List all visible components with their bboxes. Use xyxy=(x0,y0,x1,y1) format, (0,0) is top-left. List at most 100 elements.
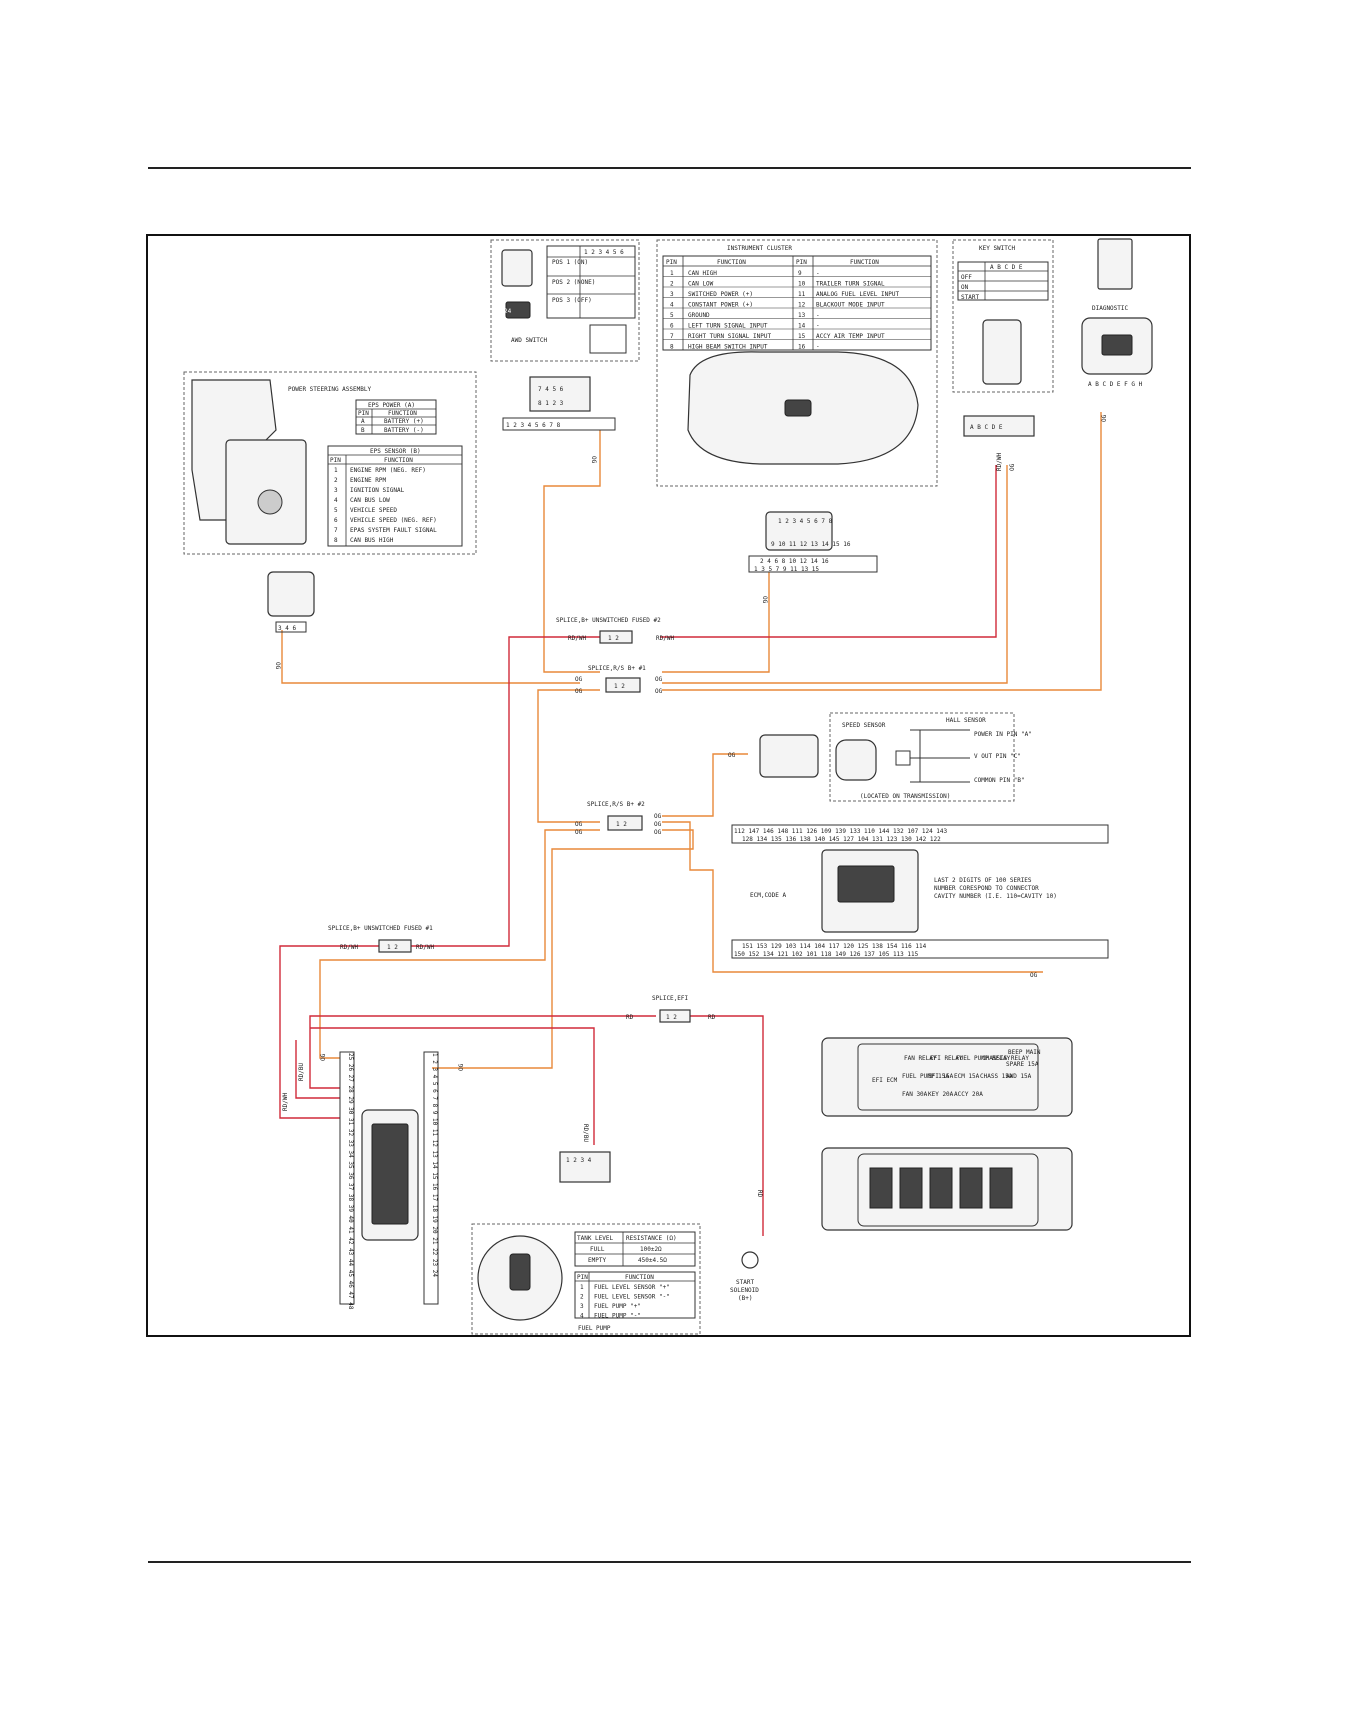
cluster-conn-bot: 9 10 11 12 13 14 15 16 xyxy=(771,541,851,548)
eps-sens-pin: 1 xyxy=(334,467,338,474)
eps-sens-fn: CAN BUS LOW xyxy=(350,497,390,504)
key-start: START xyxy=(961,294,979,301)
left-conn-w2: RD/BU xyxy=(298,1063,305,1081)
eps-title: POWER STEERING ASSEMBLY xyxy=(288,386,371,393)
cluster-strip-bot: 1 3 5 7 9 11 13 15 xyxy=(754,566,819,573)
eps-sens-fn: EPAS SYSTEM FAULT SIGNAL xyxy=(350,527,437,534)
svg-text:CHASS 15A: CHASS 15A xyxy=(980,1073,1013,1080)
fuel-empty: EMPTY xyxy=(588,1257,606,1264)
eps-pwr-hdr-pin: PIN xyxy=(358,410,369,417)
cluster-fn: RIGHT TURN SIGNAL INPUT xyxy=(688,333,771,340)
cluster-fn: GROUND xyxy=(688,312,710,319)
eps-sens-fn: ENGINE RPM xyxy=(350,477,387,484)
eps-wire: OG xyxy=(274,662,281,670)
ecm-top1: 112 147 146 148 111 126 109 139 133 110 … xyxy=(734,828,948,835)
eps-sens-pin: 7 xyxy=(334,527,338,534)
instrument-cluster: INSTRUMENT CLUSTER PIN FUNCTION PIN FUNC… xyxy=(656,239,938,604)
eps-pwr-hdr-fn: FUNCTION xyxy=(388,410,417,417)
splice-b-fused-1-label: SPLICE,B+ UNSWITCHED FUSED #1 xyxy=(328,925,433,932)
cluster-fn: ANALOG FUEL LEVEL INPUT xyxy=(816,291,899,298)
cluster-fn: ACCY AIR TEMP INPUT xyxy=(816,333,885,340)
cluster-hdr-pin2: PIN xyxy=(796,259,807,266)
cluster-pin: 3 xyxy=(670,291,674,298)
svg-text:1 2: 1 2 xyxy=(614,683,625,690)
starter-label2: SOLENOID xyxy=(730,1287,759,1294)
fuel-pin-hdr: PIN xyxy=(577,1274,588,1281)
starter-wire: RD xyxy=(756,1190,763,1198)
eps-sens-fn: ENGINE RPM (NEG. REF) xyxy=(350,467,426,474)
speed-loc: (LOCATED ON TRANSMISSION) xyxy=(860,793,950,800)
eps-sens-pin: 4 xyxy=(334,497,338,504)
cluster-fn: BLACKOUT MODE INPUT xyxy=(816,302,885,309)
cluster-hdr-fn1: FUNCTION xyxy=(717,259,746,266)
cluster-fn: HIGH BEAM SWITCH INPUT xyxy=(688,344,768,351)
cluster-pin: 9 xyxy=(798,270,802,277)
awd-wire: OG xyxy=(590,456,597,464)
cluster-hdr-fn2: FUNCTION xyxy=(850,259,879,266)
svg-text:OG: OG xyxy=(575,688,583,695)
left-conn-pins-b: 1 2 3 4 5 6 7 8 9 10 11 12 13 14 15 16 1… xyxy=(431,1053,438,1277)
splice-rs-1: SPLICE,R/S B+ #1 1 2 OG OG OG OG xyxy=(575,665,663,695)
cluster-hdr-pin1: PIN xyxy=(666,259,677,266)
ecm-bot2: 150 152 134 121 102 101 118 149 126 137 … xyxy=(734,951,919,958)
awd-pos1: POS 1 (ON) xyxy=(552,259,588,266)
cluster-fn: CAN HIGH xyxy=(688,270,717,277)
fuel-tank-hdr-res: RESISTANCE (Ω) xyxy=(626,1235,677,1242)
svg-text:ACCY 20A: ACCY 20A xyxy=(954,1091,983,1098)
cluster-pin: 4 xyxy=(670,302,674,309)
svg-text:24: 24 xyxy=(504,308,512,315)
fuel-pin: 2 xyxy=(580,1294,584,1301)
fuel-fn: FUEL PUMP "+" xyxy=(594,1303,641,1310)
left-conn-w4: OG xyxy=(458,1063,465,1071)
svg-text:FAN 30A: FAN 30A xyxy=(902,1091,928,1098)
svg-text:FUEL PUMP RELAY: FUEL PUMP RELAY xyxy=(956,1055,1011,1062)
key-on: ON xyxy=(961,284,969,291)
cluster-pin: 8 xyxy=(670,344,674,351)
starter-ring-terminal xyxy=(741,1251,759,1269)
fuel-fn: FUEL PUMP "-" xyxy=(594,1313,641,1320)
cluster-title: INSTRUMENT CLUSTER xyxy=(727,245,792,252)
wires xyxy=(279,412,1102,1236)
svg-text:OG: OG xyxy=(655,688,663,695)
cluster-pin: 11 xyxy=(798,291,806,298)
svg-text:OG: OG xyxy=(654,813,662,820)
start-solenoid: RD START SOLENOID (B+) xyxy=(730,1190,763,1302)
splice-b-fused-2: SPLICE,B+ UNSWITCHED FUSED #2 1 2 RD/WH … xyxy=(556,617,674,644)
eps-sens-fn: VEHICLE SPEED xyxy=(350,507,397,514)
eps-sens-fn: VEHICLE SPEED (NEG. REF) xyxy=(350,517,437,524)
left-conn-pins-a: 25 26 27 28 29 30 31 32 33 34 35 36 37 3… xyxy=(347,1053,354,1310)
svg-text:1 2: 1 2 xyxy=(608,635,619,642)
diagram-frame xyxy=(146,234,1191,1337)
fuel-tank-hdr-lvl: TANK LEVEL xyxy=(577,1235,614,1242)
awd-conn-bot: 8 1 2 3 xyxy=(538,400,564,407)
eps-sens-hdr-pin: PIN xyxy=(330,457,341,464)
svg-text:RD/WH: RD/WH xyxy=(416,944,434,951)
eps-pwr-title: EPS POWER (A) xyxy=(368,402,415,409)
svg-text:CHASSIS RELAY: CHASSIS RELAY xyxy=(982,1055,1029,1062)
awd-pos3: POS 3 (OFF) xyxy=(552,297,592,304)
awd-cols: 1 2 3 4 5 6 xyxy=(584,249,624,256)
eps-pwr-fn-b: BATTERY (-) xyxy=(384,427,424,434)
ecm-note3: CAVITY NUMBER (I.E. 110=CAVITY 10) xyxy=(934,893,1057,900)
svg-text:ECM 15A: ECM 15A xyxy=(954,1073,980,1080)
ecm-wire: OG xyxy=(1030,972,1038,979)
svg-text:RD: RD xyxy=(708,1014,716,1021)
diag-wire: OG xyxy=(1101,414,1108,422)
fuel-full: FULL xyxy=(590,1246,605,1253)
awd-switch: 24 POS 1 (ON) POS 2 (NONE) POS 3 (OFF) 1… xyxy=(490,239,640,464)
cluster-pin: 13 xyxy=(798,312,806,319)
cluster-fn: SWITCHED POWER (+) xyxy=(688,291,753,298)
cluster-pin: 5 xyxy=(670,312,674,319)
awd-switch-body xyxy=(501,249,533,287)
ecm-bot1: 151 153 129 103 114 104 117 120 125 138 … xyxy=(742,943,927,950)
cluster-wire: OG xyxy=(761,596,768,604)
fuel-pin: 3 xyxy=(580,1303,584,1310)
eps-pwr-pin-b: B xyxy=(361,427,365,434)
speed-hall: HALL SENSOR xyxy=(946,717,986,724)
ecm-top2: 128 134 135 136 138 140 145 127 104 131 … xyxy=(742,836,941,843)
cluster-pin: 1 xyxy=(670,270,674,277)
eps-sens-pin: 8 xyxy=(334,537,338,544)
svg-text:RD/WH: RD/WH xyxy=(340,944,358,951)
